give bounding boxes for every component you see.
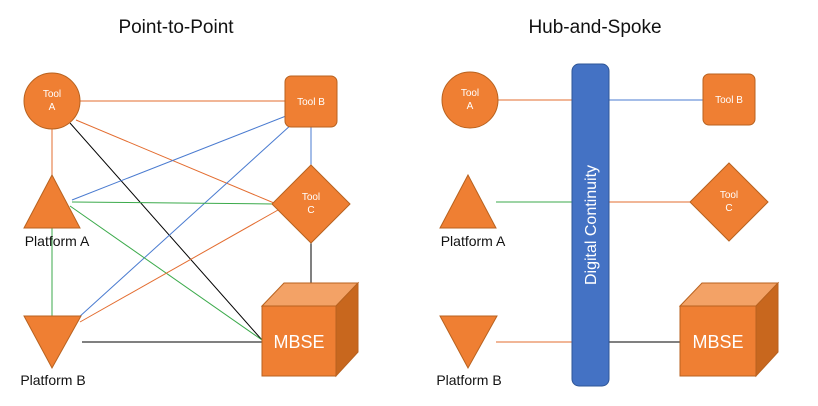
p2p-edge-toolb-platforma — [71, 115, 287, 201]
p2p-tool-c-label-line1: Tool — [302, 192, 320, 203]
hub-tool-c-label-line2: C — [725, 203, 732, 214]
hub-bar-label: Digital Continuity — [583, 165, 600, 285]
p2p-edge-toola-mbse — [69, 122, 263, 341]
hub-tool-c-label-line1: Tool — [720, 190, 738, 201]
hub-platform-b-label: Platform B — [436, 372, 501, 388]
hub-mbse-front — [679, 305, 757, 377]
p2p-edge-toolb-platformb — [77, 123, 293, 319]
digital-continuity-hub: Digital Continuity — [571, 63, 610, 387]
hub-tool-b: Tool B — [702, 73, 756, 126]
p2p-platform-b-shape — [23, 315, 82, 370]
p2p-tool-a-shape — [23, 72, 81, 130]
p2p-tool-b-shape — [284, 75, 338, 128]
p2p-platform-a-shape — [23, 173, 81, 229]
hub-platform-a: Platform A — [439, 173, 506, 249]
p2p-mbse-label: MBSE — [273, 332, 324, 352]
hub-tool-a-shape — [441, 71, 499, 129]
p2p-mbse-front — [261, 305, 337, 377]
hub-and-spoke-panel: Hub-and-Spoke Digital Continuity Tool A … — [436, 17, 780, 388]
p2p-platform-b: Platform B — [20, 315, 86, 388]
hub-platform-a-shape — [439, 173, 497, 229]
hub-tool-a: Tool A — [441, 71, 499, 129]
hub-edges — [496, 99, 703, 343]
hub-mbse: MBSE — [678, 281, 780, 378]
hub-tool-a-label-line2: A — [467, 101, 474, 112]
hub-tool-b-label: Tool B — [715, 95, 743, 106]
p2p-tool-a-label-line1: Tool — [43, 89, 61, 100]
p2p-platform-a: Platform A — [23, 173, 90, 249]
hub-tool-c-shape — [689, 162, 769, 242]
hub-platform-a-label: Platform A — [441, 233, 506, 249]
p2p-edge-toolc-platformb — [79, 209, 279, 323]
p2p-mbse: MBSE — [260, 281, 360, 378]
p2p-tool-b: Tool B — [284, 75, 338, 128]
p2p-tool-c: Tool C — [271, 164, 351, 244]
hub-tool-b-shape — [702, 73, 756, 126]
p2p-tool-c-shape — [271, 164, 351, 244]
point-to-point-panel: Point-to-Point Tool A Tool B — [20, 17, 360, 388]
hub-platform-b-shape — [439, 315, 498, 370]
p2p-tool-a: Tool A — [23, 72, 81, 130]
p2p-edge-platforma-toolc — [71, 201, 275, 205]
hub-mbse-label: MBSE — [692, 332, 743, 352]
p2p-platform-a-label: Platform A — [25, 233, 90, 249]
hub-title: Hub-and-Spoke — [528, 17, 661, 38]
p2p-edges — [51, 100, 312, 343]
hub-tool-c: Tool C — [689, 162, 769, 242]
hub-platform-b: Platform B — [436, 315, 502, 388]
p2p-tool-b-label: Tool B — [297, 97, 325, 108]
p2p-tool-a-label-line2: A — [49, 102, 56, 113]
p2p-platform-b-label: Platform B — [20, 372, 85, 388]
p2p-edge-toola-toolc — [75, 119, 275, 204]
p2p-title: Point-to-Point — [118, 17, 234, 38]
hub-bar — [571, 63, 610, 387]
p2p-tool-c-label-line2: C — [307, 205, 314, 216]
hub-tool-a-label-line1: Tool — [461, 88, 479, 99]
